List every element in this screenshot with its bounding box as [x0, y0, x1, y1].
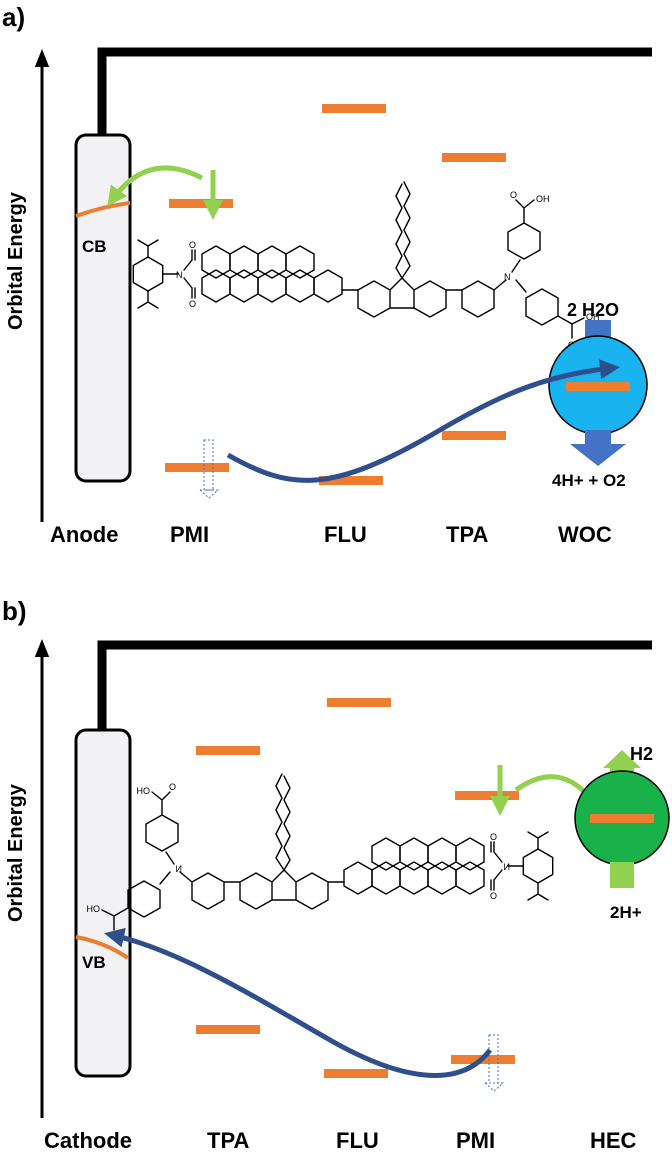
hole-arrow-head: [483, 1082, 505, 1092]
hec-reactant-label: 2H+: [610, 903, 642, 922]
external-circuit-wire: [97, 640, 652, 732]
flu-homo-level: [319, 476, 383, 485]
pmi-lumo-level: [455, 791, 519, 800]
hole-arrow-head: [198, 489, 220, 499]
hole-transfer-path: [226, 359, 620, 483]
woc-level: [566, 382, 630, 391]
column-label-flu: FLU: [336, 1128, 379, 1153]
flu-lumo-level: [327, 698, 391, 707]
valence-band-line: [75, 935, 130, 960]
panel-label: b): [2, 596, 27, 626]
column-label-pmi: PMI: [456, 1128, 495, 1153]
column-label-tpa: TPA: [446, 522, 488, 547]
panel-a: a) Orbital Energy CB 2 H2O 4H+ + O2: [2, 2, 652, 547]
cb-label: CB: [82, 237, 107, 256]
woc-reactant-label: 2 H2O: [567, 300, 619, 320]
hec-reactant-arrow: [610, 862, 634, 888]
y-axis-label: Orbital Energy: [5, 783, 27, 922]
column-label-hec: HEC: [590, 1128, 637, 1153]
hole-arrow-shaft: [203, 439, 214, 491]
hec-product-label: H2: [630, 744, 653, 764]
y-axis-label: Orbital Energy: [5, 191, 27, 330]
flu-lumo-level: [322, 104, 386, 113]
column-label-anode: Anode: [50, 522, 118, 547]
cathode-electrode: [74, 728, 132, 1078]
hole-transfer-path: [104, 927, 492, 1078]
hec-product-arrow-head: [603, 750, 641, 768]
pmi-lumo-level: [169, 199, 233, 208]
pmi-homo-level: [165, 463, 229, 472]
panel-label: a): [2, 2, 25, 32]
woc-product-arrow-shaft: [585, 430, 611, 446]
column-label-flu: FLU: [324, 522, 367, 547]
woc-product-label: 4H+ + O2: [552, 471, 626, 490]
column-label-cathode: Cathode: [44, 1128, 132, 1153]
column-label-tpa: TPA: [207, 1128, 249, 1153]
electron-injection-arrow: [107, 165, 204, 207]
woc-product-arrow-head: [570, 444, 626, 466]
panel-b: b) Orbital Energy VB H2 2H+ Cathode: [2, 596, 670, 1153]
flu-homo-level: [324, 1069, 388, 1078]
column-label-pmi: PMI: [170, 522, 209, 547]
external-circuit-wire: [97, 47, 652, 138]
anode-electrode: [74, 133, 132, 483]
vb-label: VB: [82, 953, 106, 972]
tpa-homo-level: [196, 1025, 260, 1034]
hec-level: [590, 814, 654, 823]
tpa-lumo-level: [442, 153, 506, 162]
column-label-woc: WOC: [558, 522, 612, 547]
tpa-lumo-level: [196, 746, 260, 755]
tpa-homo-level: [442, 431, 506, 440]
